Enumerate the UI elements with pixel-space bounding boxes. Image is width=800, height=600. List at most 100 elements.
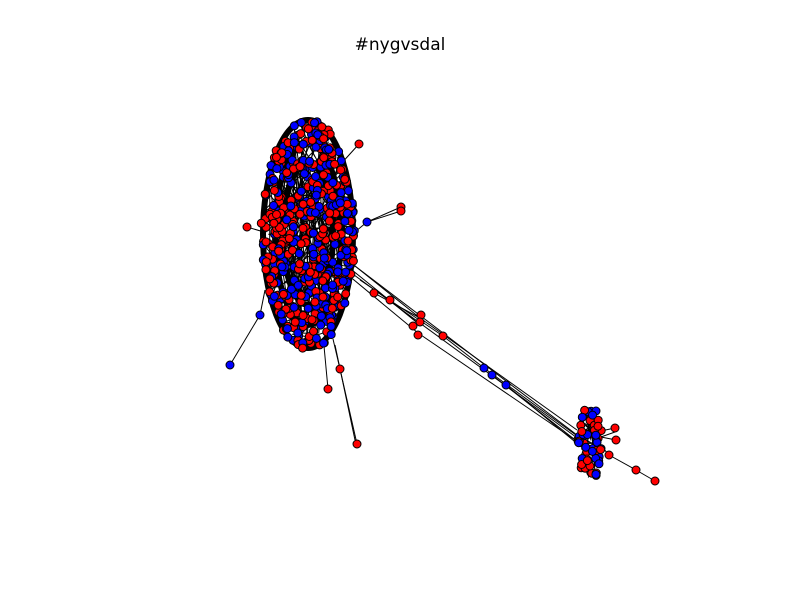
node-secondary-cluster [588, 410, 597, 420]
edge-pendant [366, 210, 402, 223]
node-bridge [335, 364, 345, 374]
node-main-cluster [333, 267, 343, 277]
node-bridge [413, 330, 423, 340]
node-main-cluster [315, 263, 325, 273]
node-main-cluster [326, 330, 336, 340]
node-main-cluster [286, 284, 296, 294]
node-main-cluster [307, 315, 317, 325]
edge-pendant [323, 345, 329, 390]
node-secondary-cluster [591, 469, 601, 479]
node-secondary-cluster [594, 459, 604, 469]
node-main-cluster [283, 332, 293, 342]
node-bridge [362, 217, 372, 227]
node-main-cluster [336, 188, 346, 198]
node-bridge [385, 295, 395, 305]
node-main-cluster [306, 197, 316, 207]
node-main-cluster [298, 199, 308, 209]
node-main-cluster [338, 276, 348, 286]
node-bridge [415, 317, 425, 327]
node-bridge [354, 139, 364, 149]
node-main-cluster [289, 121, 299, 131]
node-main-cluster [298, 343, 308, 353]
node-main-cluster [310, 297, 320, 307]
edge-bridge [349, 271, 581, 441]
node-main-cluster [328, 178, 338, 188]
graph-title: #nygvsdal [354, 35, 446, 55]
node-main-cluster [319, 134, 329, 144]
node-main-cluster [319, 170, 328, 180]
node-main-cluster [310, 118, 319, 128]
node-main-cluster [295, 209, 305, 219]
node-main-cluster [289, 138, 299, 148]
node-main-cluster [318, 276, 328, 286]
node-main-cluster [296, 186, 306, 196]
node-main-cluster [269, 175, 279, 185]
node-main-cluster [333, 222, 343, 232]
node-main-cluster [307, 135, 317, 145]
node-main-cluster [294, 249, 304, 258]
node-main-cluster [341, 267, 351, 277]
node-main-cluster [286, 201, 296, 211]
edge-bridge [442, 335, 485, 369]
node-main-cluster [272, 210, 281, 219]
node-main-cluster [316, 320, 326, 330]
node-main-cluster [269, 218, 279, 228]
node-main-cluster [319, 338, 329, 348]
node-main-cluster [343, 208, 352, 218]
node-main-cluster [340, 216, 350, 226]
node-main-cluster [324, 216, 334, 226]
node-main-cluster [274, 246, 284, 256]
node-main-cluster [336, 165, 346, 175]
edge-bridge [417, 332, 579, 443]
node-main-cluster [265, 274, 275, 284]
node-main-cluster [289, 302, 299, 312]
node-main-cluster [305, 267, 315, 277]
edge-pendant [366, 206, 402, 223]
node-main-cluster [303, 303, 313, 313]
node-main-cluster [318, 224, 328, 234]
node-main-cluster [305, 156, 315, 166]
node-main-cluster [311, 190, 321, 200]
node-main-cluster [330, 159, 340, 169]
node-main-cluster [341, 289, 351, 299]
node-bridge [242, 222, 252, 232]
node-main-cluster [319, 153, 329, 163]
node-secondary-cluster [574, 438, 584, 448]
node-bridge [604, 450, 614, 460]
node-main-cluster [326, 321, 336, 331]
nodes-layer [225, 117, 660, 486]
node-main-cluster [343, 186, 353, 196]
node-main-cluster [342, 246, 352, 256]
edge-bridge [347, 274, 419, 334]
node-bridge [438, 331, 448, 341]
node-main-cluster [298, 139, 308, 149]
node-bridge [610, 423, 620, 433]
edge-bridge [505, 384, 586, 451]
node-bridge [479, 363, 489, 373]
node-main-cluster [328, 191, 338, 201]
node-bridge [408, 321, 418, 331]
edge-bridge [389, 299, 421, 326]
node-main-cluster [284, 234, 294, 243]
node-main-cluster [261, 257, 271, 267]
node-secondary-cluster [577, 427, 587, 436]
node-main-cluster [296, 239, 306, 249]
node-secondary-cluster [593, 421, 603, 431]
node-main-cluster [308, 228, 318, 238]
edge-pendant [229, 314, 261, 366]
node-main-cluster [340, 174, 350, 184]
node-bridge [323, 384, 333, 394]
node-main-cluster [303, 124, 313, 134]
node-main-cluster [325, 208, 335, 218]
node-main-cluster [295, 259, 305, 269]
node-secondary-cluster [587, 446, 597, 456]
edge-pendant [334, 344, 356, 441]
node-main-cluster [331, 231, 341, 241]
node-main-cluster [269, 291, 279, 301]
node-main-cluster [299, 169, 309, 179]
node-main-cluster [293, 280, 303, 290]
node-main-cluster [260, 189, 270, 199]
node-bridge [225, 360, 235, 370]
node-main-cluster [256, 218, 266, 228]
